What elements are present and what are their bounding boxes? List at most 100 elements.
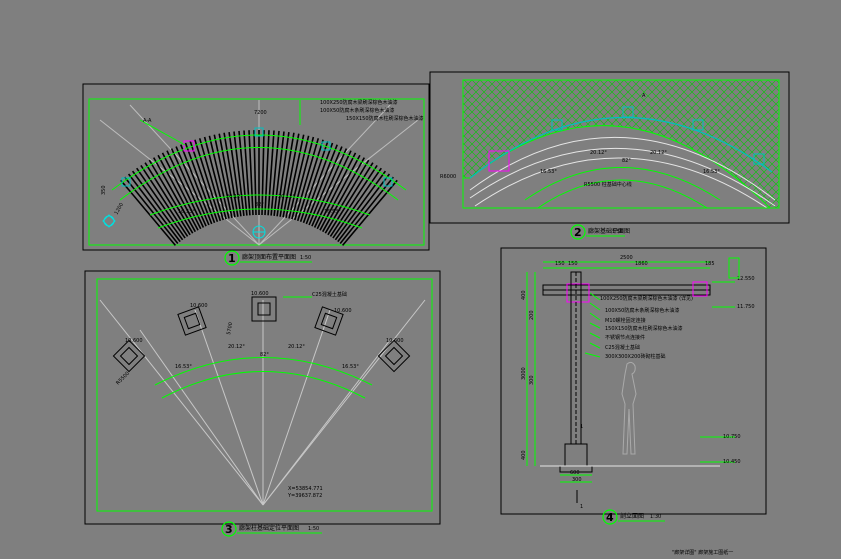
roof-slat: [161, 152, 202, 230]
roof-slat: [153, 157, 196, 233]
panel1-dim-1: 350: [101, 185, 107, 195]
roof-slat: [294, 138, 320, 221]
roof-slat: [327, 162, 374, 236]
panel3-angle-2: 20.12°: [228, 344, 245, 350]
panel4-left-dim-5: 400: [521, 450, 527, 460]
panel-1-title: 1 廊架顶面布置平面图 1:50: [224, 250, 312, 266]
roof-slat: [228, 131, 242, 217]
panel-2-title: 2 廊架基础平面图 1:50: [570, 224, 630, 240]
panel2-top-label: A: [642, 93, 646, 99]
panel1-angle-5: 16.53°: [324, 209, 341, 215]
drawing-title-2: 廊架基础平面图: [588, 227, 630, 235]
panel-1-roof-plan: 7200 100X250防腐木梁刷深棕色木油漆 100X50防腐木条刷深棕色木油…: [82, 83, 430, 251]
panel4-top-dim-5: 185: [705, 261, 715, 267]
panel3-elev-5: 10.600: [386, 338, 404, 344]
roof-slat: [124, 176, 179, 244]
roof-slat: [253, 130, 257, 216]
roof-slat: [208, 135, 230, 219]
roof-slat: [140, 164, 189, 237]
roof-slat: [203, 136, 227, 220]
section-marker-icon: [102, 214, 116, 228]
roof-slat: [180, 144, 213, 225]
panel4-section-mark: 1: [580, 424, 583, 430]
panel4-top-dim-2: 150: [555, 261, 565, 267]
panel2-angle-3: 82°: [622, 158, 631, 164]
panel4-callout-7: 300X300X200砖砌柱基础: [605, 353, 665, 360]
panel4-left-dim-1: 400: [521, 290, 527, 300]
roof-slat: [127, 173, 181, 243]
roof-slat: [148, 159, 194, 234]
drawing-number-1: 1: [228, 252, 236, 265]
roof-slat: [296, 139, 324, 222]
panel1-top-label: 7200: [254, 110, 267, 116]
drawing-number-4: 4: [606, 511, 614, 524]
roof-slat: [282, 133, 300, 218]
roof-slat: [308, 146, 343, 226]
drawing-scale-1: 1:50: [300, 255, 311, 261]
drawing-title-1: 廊架顶面布置平面图: [242, 253, 296, 261]
roof-slat: [243, 130, 251, 216]
roof-slat: [213, 134, 233, 218]
roof-slat: [288, 135, 310, 219]
roof-slat: [276, 131, 290, 217]
panel1-angle-3: 82°: [255, 202, 264, 208]
panel3-elev-1: 10.600: [125, 338, 143, 344]
panel4-top-dim-3: 1860: [635, 261, 648, 267]
roof-slat: [267, 130, 275, 216]
roof-slat: [198, 138, 224, 221]
roof-slat: [261, 130, 265, 216]
roof-slat: [194, 139, 222, 222]
panel4-bottom-dim-1: 600: [570, 470, 580, 476]
roof-slat: [189, 141, 219, 223]
panel4-elev-2: 11.750: [737, 304, 755, 310]
panel1-note-2: 100X50防腐木条刷深棕色木油漆: [320, 107, 394, 114]
roof-slat: [305, 144, 338, 225]
roof-slat: [334, 170, 387, 241]
roof-slat: [248, 130, 254, 216]
drawing-scale-4: 1:30: [650, 514, 661, 520]
roof-slat: [238, 130, 248, 216]
roof-slat: [302, 142, 334, 224]
panel3-angle-1: 16.53°: [175, 364, 192, 370]
panel3-coord-x: X=53854.771: [288, 486, 323, 492]
panel1-angle-4: 20.12°: [278, 194, 295, 200]
panel-3-title: 3 廊架柱基础定位平面图 1:50: [221, 521, 322, 537]
panel-3-column-plan: 10.600 10.600 10.600 10.600 10.600 C25混凝…: [84, 270, 441, 525]
panel4-top-dim-4: 150: [568, 261, 578, 267]
roof-slat: [273, 131, 285, 216]
panel3-dim-1: 5700: [226, 322, 234, 336]
panel4-callout-1: 100X250防腐木梁刷深棕色木油漆 (详见): [600, 295, 693, 302]
roof-slat: [337, 173, 391, 243]
drawing-title-3: 廊架柱基础定位平面图: [239, 524, 299, 532]
panel4-top-dim-1: 2500: [620, 255, 633, 261]
roof-slat: [166, 150, 205, 228]
roof-slat: [223, 132, 239, 217]
panel4-left-dim-4: 300: [529, 375, 535, 385]
footer-note: "廊架详图" 廊架施工图纸一: [672, 549, 733, 556]
panel3-angle-4: 20.12°: [288, 344, 305, 350]
panel1-angle-1: 16.53°: [178, 209, 195, 215]
panel4-bottom-dim-2: 300: [572, 477, 582, 483]
panel4-section-mark-bottom: 1: [580, 504, 583, 510]
panel1-left-label: A-A: [143, 118, 152, 124]
panel2-angle-2: 20.12°: [590, 150, 607, 156]
panel2-angle-4: 20.12°: [650, 150, 667, 156]
panel3-elev-4: 10.600: [334, 308, 352, 314]
panel2-center-text: R5500 柱基础中心线: [584, 181, 632, 188]
panel4-elev-3: 10.750: [723, 434, 741, 440]
roof-slat: [341, 179, 398, 246]
drawing-scale-2: 1:50: [612, 229, 623, 235]
roof-slat: [311, 148, 348, 227]
panel3-top-note: C25混凝土基础: [312, 291, 347, 298]
drawing-number-3: 3: [225, 523, 233, 536]
roof-slat: [332, 167, 382, 239]
panel4-callout-4: 150X150防腐木柱刷深棕色木油漆: [605, 325, 683, 332]
panel-4-section: 2500 150 1860 150 185 400 200 3000 300 4…: [500, 247, 767, 515]
drawing-title-4: 剖立面图: [620, 512, 644, 520]
roof-slat: [264, 130, 270, 216]
roof-slat: [299, 141, 329, 223]
roof-slats: [120, 130, 398, 246]
panel4-callout-2: 100X50防腐木条刷深棕色木油漆: [605, 307, 679, 314]
panel4-left-dim-3: 3000: [521, 367, 527, 380]
roof-slat: [144, 162, 191, 236]
